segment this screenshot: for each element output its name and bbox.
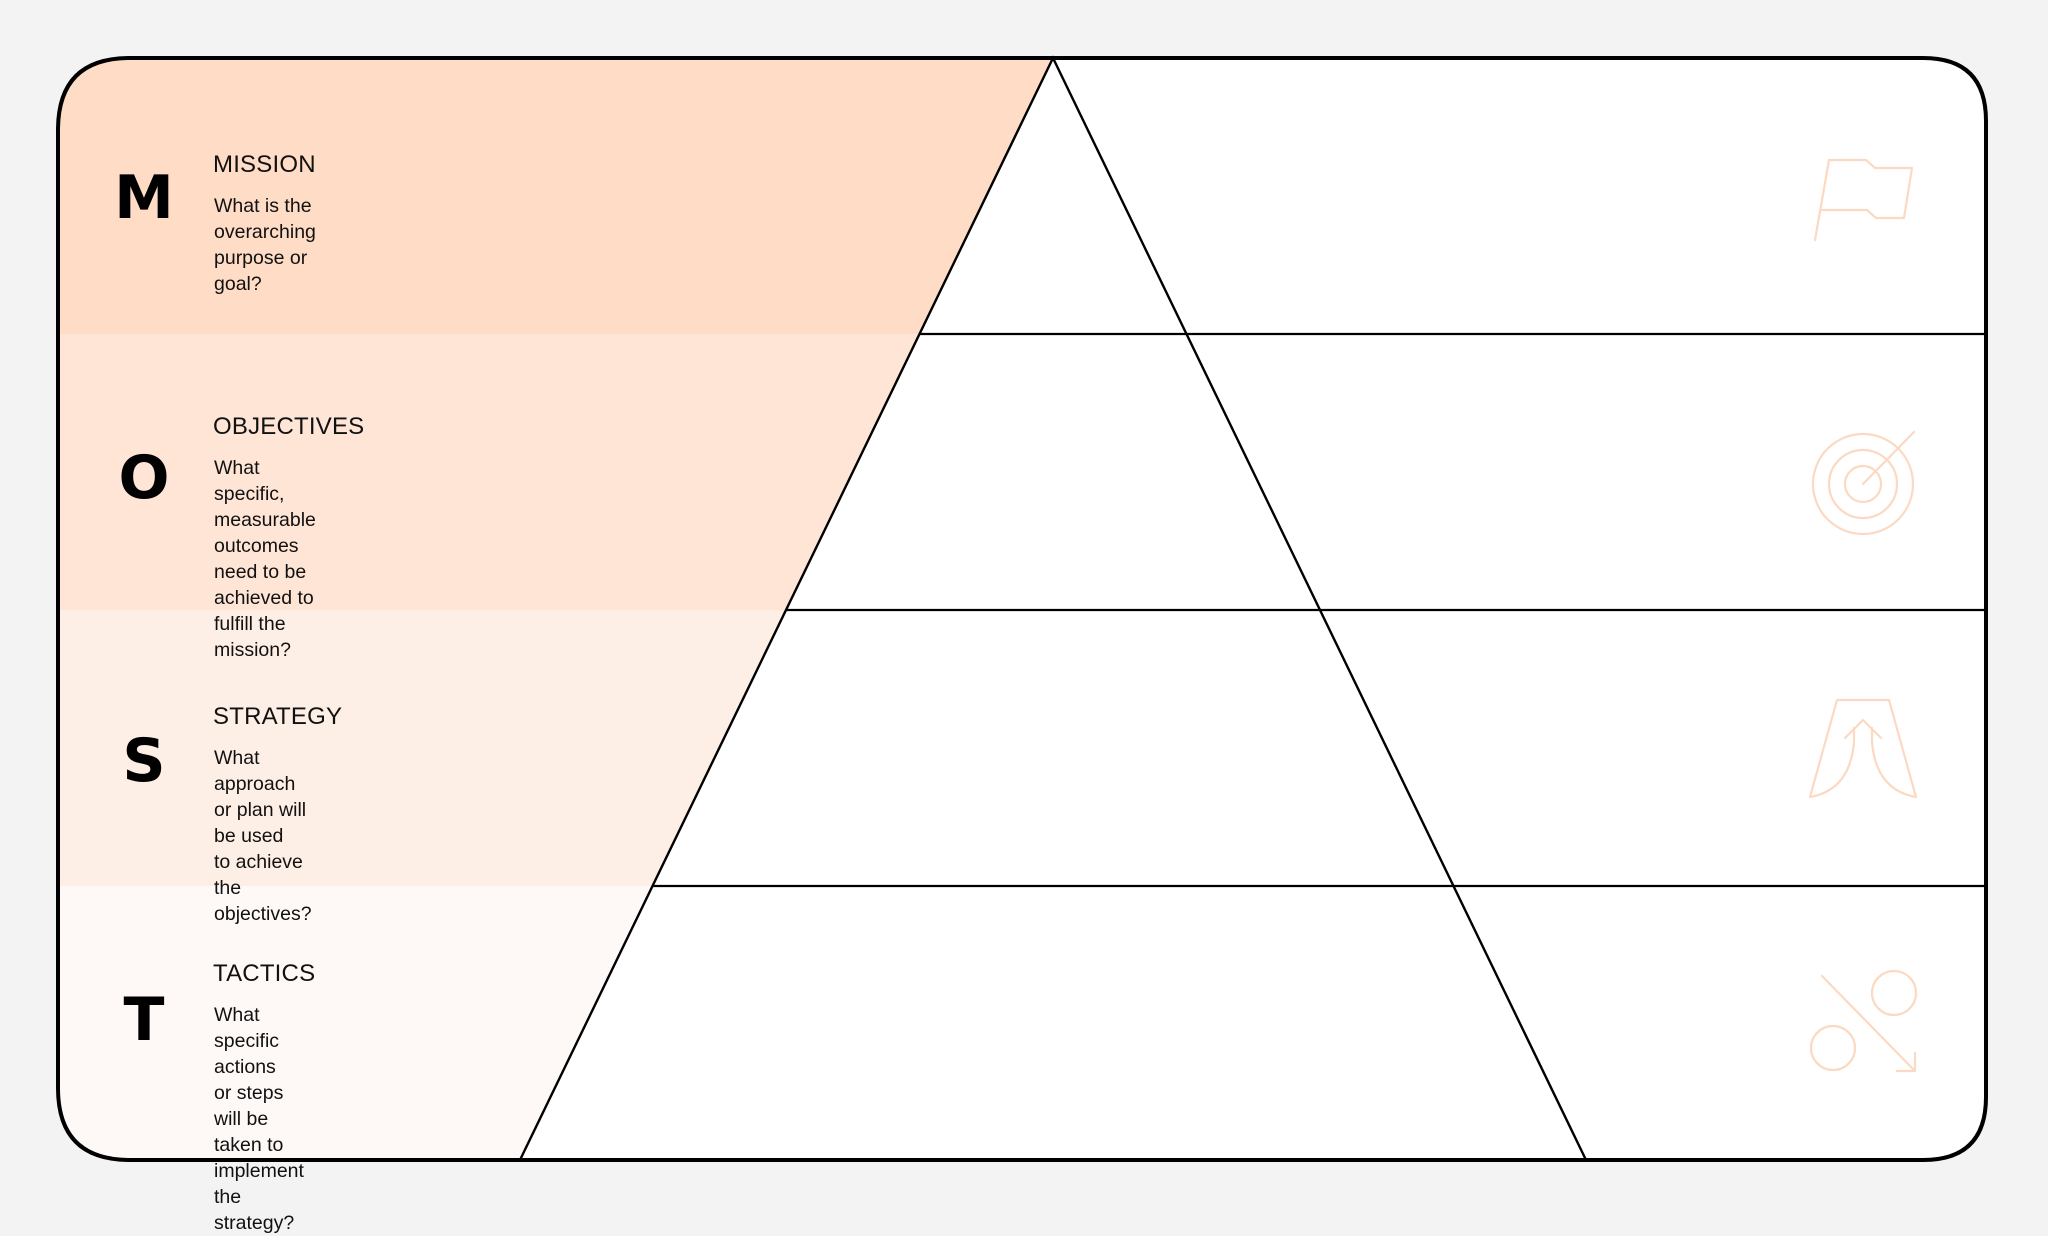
flag-icon [1813,158,1914,242]
strategy-heading: STRATEGY [213,703,343,730]
band-strategy [58,610,786,886]
band-tactics [58,886,652,1160]
objectives-heading: OBJECTIVES [213,413,365,440]
band-mission [58,58,1053,334]
letter-o: O [118,443,170,513]
letter-s: S [122,726,166,796]
band-fills [58,58,1053,1160]
tactics-heading: TACTICS [213,960,316,987]
mission-description: What is the overarching purpose or goal? [214,195,316,295]
target-icon [1811,430,1916,536]
strategy-description: What approach or plan will be used to ac… [214,747,312,925]
strategy-arrow-icon [1808,698,1918,799]
card [56,55,1988,1162]
tactics-description: What specific actions or steps will be t… [214,1004,304,1234]
layer-icons [1808,158,1918,1073]
band-objectives [58,334,920,610]
mission-heading: MISSION [213,151,316,178]
letter-t: T [123,985,165,1055]
objectives-description: What specific, measurable outcomes need … [214,457,316,661]
letter-m: M [114,163,174,233]
card-border [56,56,1988,1162]
percent-icon [1809,969,1918,1073]
divider-lines [652,332,1986,888]
